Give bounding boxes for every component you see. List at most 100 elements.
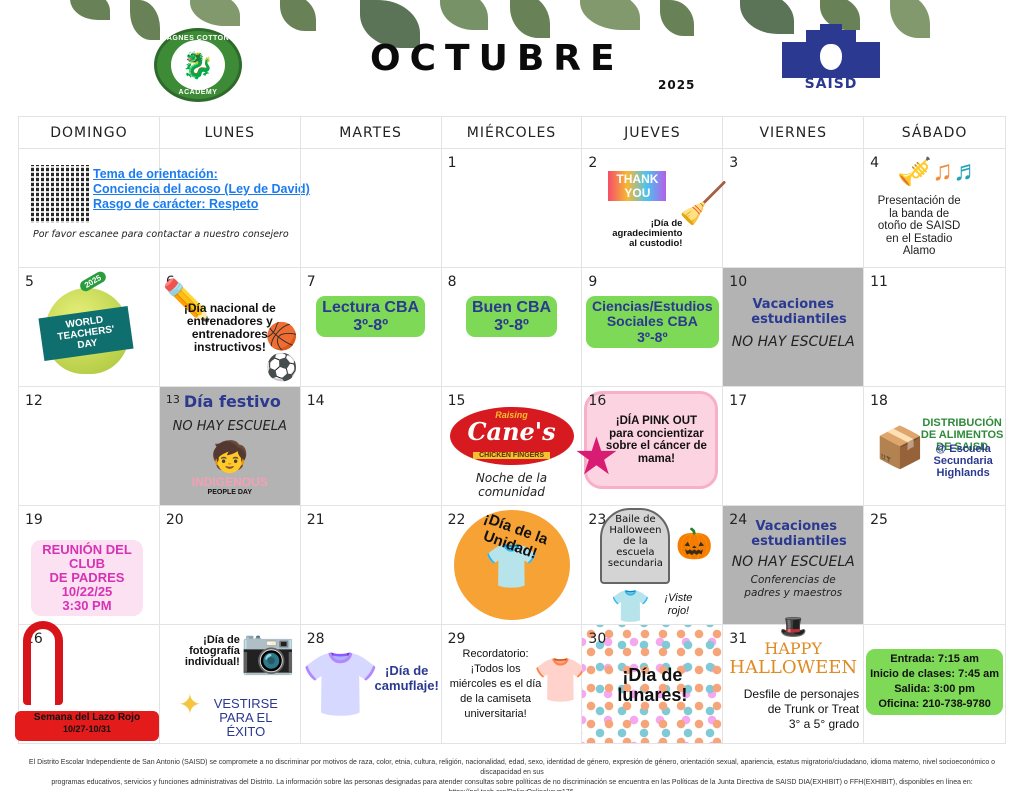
- sports-balls-icon: 🏀⚽: [265, 321, 299, 382]
- halloween-text: HALLOWEEN: [729, 657, 858, 678]
- trunk-or-treat-line2: de Trunk or Treat: [767, 702, 860, 716]
- day-number: 25: [870, 512, 888, 528]
- day-cell-11: 11: [864, 268, 1005, 387]
- cba-title: Buen CBA: [471, 299, 552, 316]
- day-number: 16: [588, 393, 607, 409]
- day-cell-13: 13 Día festivo NO HAY ESCUELA 🧒 INDIGENO…: [159, 387, 301, 506]
- day-cell-19: 19 REUNIÓN DEL CLUB DE PADRES 10/22/25 3…: [19, 506, 160, 625]
- day-cell-30: 30 ¡Día de lunares!: [582, 625, 724, 744]
- halloween-dance-text: Baile de Halloween de la escuela secunda…: [607, 514, 663, 569]
- dow-thursday: JUEVES: [582, 117, 724, 148]
- day-number: 29: [447, 631, 466, 647]
- day-cell-empty-sun: Tema de orientación: Conciencia del acos…: [19, 149, 310, 268]
- polka-dots-icon: [582, 625, 723, 743]
- event-text: Presentación de la banda de otoño de SAI…: [877, 195, 961, 257]
- intro-link-theme[interactable]: Tema de orientación:: [93, 167, 218, 181]
- day-cell-27: ¡Día de fotografía individual! 📷 ✦ VESTI…: [159, 625, 301, 744]
- food-box-icon: 📦: [875, 425, 926, 470]
- sparkle-icon: ✦: [178, 688, 202, 720]
- school-logo: AGNES COTTON 🐉 ACADEMY: [154, 28, 242, 102]
- picture-day-text: ¡Día de fotografía individual!: [184, 634, 240, 668]
- day-number: 8: [447, 274, 457, 290]
- day-number: 24: [729, 512, 748, 528]
- no-school-label: NO HAY ESCUELA: [731, 334, 855, 350]
- pumpkin-skeleton-icon: 🎃: [675, 527, 714, 561]
- days-of-week-header: DOMINGO LUNES MARTES MIÉRCOLES JUEVES VI…: [19, 117, 1005, 149]
- day-cell-24: 24 Vacaciones estudiantiles NO HAY ESCUE…: [723, 506, 865, 625]
- day-cell-3: 3: [723, 149, 865, 268]
- day-number: 9: [588, 274, 598, 290]
- day-cell-28: 28 👕 ¡Día de camuflaje!: [300, 625, 442, 744]
- day-cell-21: 21: [300, 506, 442, 625]
- indigenous-badge: INDIGENOUS: [191, 475, 268, 489]
- day-cell-16: 16 ¡DÍA PINK OUT para concientizar sobre…: [573, 387, 724, 506]
- counselor-note: Por favor escanee para contactar a nuest…: [33, 229, 289, 240]
- day-cell-7: 7 Lectura CBA 3º-8º: [300, 268, 442, 387]
- college-shirt-icon: 👕: [533, 656, 588, 705]
- trunk-or-treat-grades: 3° a 5° grado: [788, 717, 860, 731]
- day-cell-empty-mon: [159, 149, 301, 268]
- conferences-note: Conferencias de padres y maestros: [744, 574, 843, 599]
- school-logo-top-text: AGNES COTTON: [166, 35, 230, 42]
- day-number: 1: [447, 155, 457, 171]
- wear-red-text: ¡Viste rojo!: [664, 592, 693, 617]
- day-cell-31: 31 🎩 HAPPY HALLOWEEN Desfile de personaj…: [723, 614, 865, 744]
- meeting-time: 3:30 PM: [62, 598, 112, 613]
- nondiscrimination-footer: El Distrito Escolar Independiente de San…: [8, 758, 1016, 791]
- logo-main-text: Cane's: [467, 417, 556, 446]
- custodian-mop-icon: 🧹: [678, 181, 729, 226]
- no-school-label: NO HAY ESCUELA: [172, 419, 287, 434]
- meeting-line1: REUNIÓN DEL CLUB: [42, 542, 132, 571]
- red-ribbon-banner: Semana del Lazo Rojo 10/27-10/31: [15, 711, 159, 741]
- day-cell-29: 29 Recordatorio: ¡Todos los miércoles es…: [441, 625, 588, 744]
- red-ribbon-icon: [23, 621, 63, 705]
- day-number: 19: [25, 512, 43, 528]
- day-cell-9: 9 Ciencias/Estudios Sociales CBA 3º-8º: [582, 268, 724, 387]
- footer-line-2: programas educativos, servicios y funcio…: [51, 779, 973, 791]
- event-text: ¡Día nacional de entrenadores y entrenad…: [183, 301, 276, 354]
- day-cell-10: 10 Vacaciones estudiantiles NO HAY ESCUE…: [723, 268, 865, 387]
- parent-club-meeting: REUNIÓN DEL CLUB DE PADRES 10/22/25 3:30…: [31, 540, 143, 616]
- logo-bottom-text: CHICKEN FINGERS: [473, 452, 551, 459]
- food-distribution-location: @ Escuela Secundaria Highlands: [933, 443, 993, 479]
- red-ribbon-dates: 10/27-10/31: [62, 724, 112, 734]
- office-phone: Oficina: 210-738-9780: [878, 698, 991, 710]
- intro-link-bullying[interactable]: Conciencia del acoso (Ley de David): [93, 182, 310, 196]
- no-school-label: NO HAY ESCUELA: [731, 554, 855, 570]
- cba-pill: Lectura CBA 3º-8º: [316, 296, 426, 338]
- witch-hat-bats-icon: 🎩: [779, 614, 807, 639]
- day-number: 6: [165, 274, 175, 290]
- dismissal-time: Salida: 3:00 pm: [894, 683, 975, 695]
- day-number: 31: [729, 631, 748, 647]
- camo-shirt-icon: 👕: [300, 647, 381, 720]
- raising-canes-logo: Raising Cane's CHICKEN FINGERS: [449, 407, 574, 465]
- event-text: ¡Día de agradecimiento al custodio!: [612, 218, 683, 249]
- day-number: 17: [729, 393, 748, 409]
- footer-line-1: El Distrito Escolar Independiente de San…: [28, 759, 996, 776]
- day-number: 2: [588, 155, 598, 171]
- day-number: 5: [25, 274, 34, 290]
- dow-monday: LUNES: [160, 117, 301, 148]
- college-shirt-reminder: Recordatorio: ¡Todos los miércoles es el…: [449, 648, 542, 720]
- day-number: 7: [306, 274, 316, 290]
- day-cell-14: 14: [300, 387, 442, 506]
- day-number: 12: [25, 393, 43, 409]
- day-cell-22: 👕 22 ¡Día de la Unidad!: [441, 506, 583, 625]
- indigenous-child-icon: 🧒: [211, 440, 249, 474]
- school-logo-bottom-text: ACADEMY: [178, 89, 218, 96]
- dow-friday: VIERNES: [723, 117, 865, 148]
- food-distribution-title: DISTRIBUCIÓN DE ALIMENTOS DE SAISD: [920, 417, 1004, 453]
- intro-link-trait[interactable]: Rasgo de carácter: Respeto: [93, 197, 259, 211]
- day-number: 10: [729, 274, 748, 290]
- red-ribbon-title: Semana del Lazo Rojo: [33, 712, 141, 723]
- dragon-icon: 🐉: [171, 40, 225, 90]
- class-start-time: Inicio de clases: 7:45 am: [870, 668, 1000, 680]
- qr-code-icon[interactable]: [31, 165, 89, 223]
- day-number: 15: [447, 393, 466, 409]
- year-label: 2025: [658, 78, 696, 92]
- day-number: 30: [588, 631, 607, 647]
- day-cell-empty-tue: [300, 149, 442, 268]
- camera-icon: 📷: [240, 627, 296, 676]
- day-number: 18: [870, 393, 888, 409]
- cba-grades: 3º-8º: [494, 316, 529, 334]
